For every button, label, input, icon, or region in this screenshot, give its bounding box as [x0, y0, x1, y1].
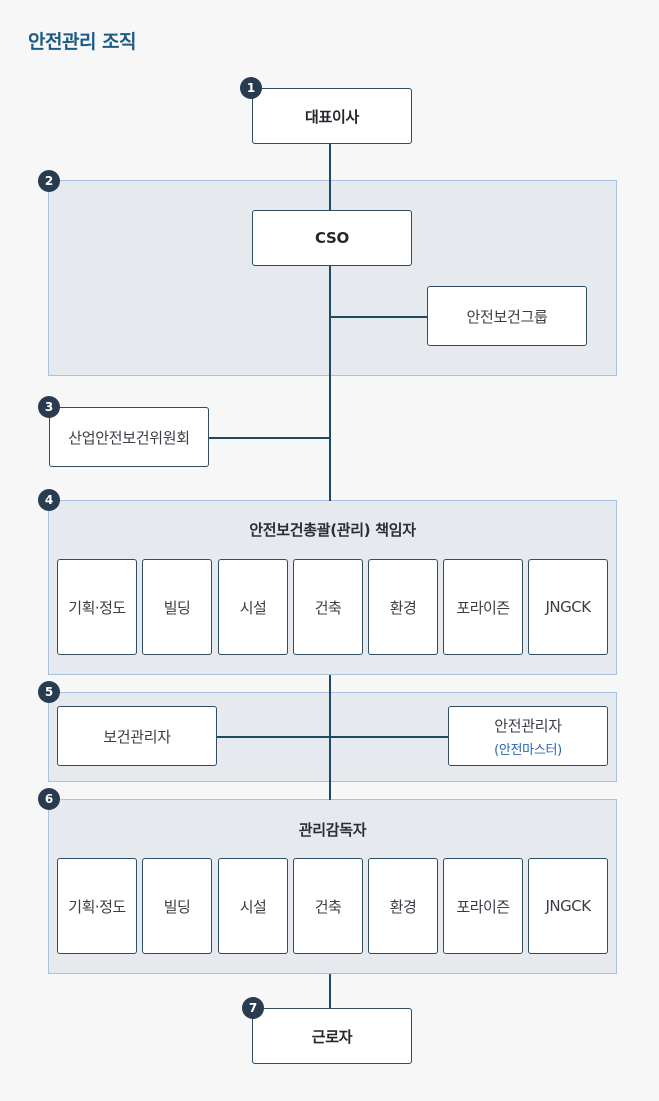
node-committee: 산업안전보건위원회: [49, 407, 209, 467]
unit-6-environment: 환경: [368, 858, 438, 954]
badge-5: 5: [38, 681, 60, 703]
connector-managers: [216, 736, 449, 738]
badge-7: 7: [242, 997, 264, 1019]
supervisor-title: 관리감독자: [298, 821, 367, 839]
node-cso: CSO: [252, 210, 412, 266]
badge-1: 1: [240, 77, 262, 99]
unit-6-building: 빌딩: [142, 858, 212, 954]
unit-4-planning: 기획·정도: [57, 559, 137, 655]
node-ceo: 대표이사: [252, 88, 412, 144]
unit-6-jngck: JNGCK: [528, 858, 608, 954]
badge-4: 4: [38, 489, 60, 511]
unit-6-construction: 건축: [293, 858, 363, 954]
node-health-manager-label: 보건관리자: [103, 727, 171, 746]
badge-2: 2: [38, 170, 60, 192]
trunk-line-main: [329, 265, 331, 501]
node-cso-label: CSO: [315, 229, 349, 247]
unit-4-building: 빌딩: [142, 559, 212, 655]
unit-4-facility: 시설: [218, 559, 288, 655]
node-safety-manager-label: 안전관리자: [494, 716, 562, 735]
node-ceo-label: 대표이사: [304, 107, 359, 126]
node-committee-label: 산업안전보건위원회: [68, 428, 190, 447]
general-manager-title: 안전보건총괄(관리) 책임자: [249, 521, 416, 539]
unit-4-environment: 환경: [368, 559, 438, 655]
unit-6-planning: 기획·정도: [57, 858, 137, 954]
node-workers: 근로자: [252, 1008, 412, 1064]
connector-committee: [208, 437, 331, 439]
unit-4-jngck: JNGCK: [528, 559, 608, 655]
unit-6-facility: 시설: [218, 858, 288, 954]
connector-safety-group: [329, 316, 428, 318]
node-safety-manager: 안전관리자 (안전마스터): [448, 706, 608, 766]
node-workers-label: 근로자: [311, 1027, 353, 1046]
trunk-line-top: [329, 143, 331, 211]
page-title: 안전관리 조직: [28, 31, 137, 53]
badge-6: 6: [38, 788, 60, 810]
node-health-manager: 보건관리자: [57, 706, 217, 766]
node-safety-manager-sublabel: (안전마스터): [494, 742, 562, 758]
badge-3: 3: [38, 396, 60, 418]
node-safety-health-group-label: 안전보건그룹: [466, 307, 548, 326]
trunk-line-bottom: [329, 974, 331, 1009]
node-safety-health-group: 안전보건그룹: [427, 286, 587, 346]
unit-4-forizon: 포라이즌: [443, 559, 523, 655]
unit-6-forizon: 포라이즌: [443, 858, 523, 954]
unit-4-construction: 건축: [293, 559, 363, 655]
